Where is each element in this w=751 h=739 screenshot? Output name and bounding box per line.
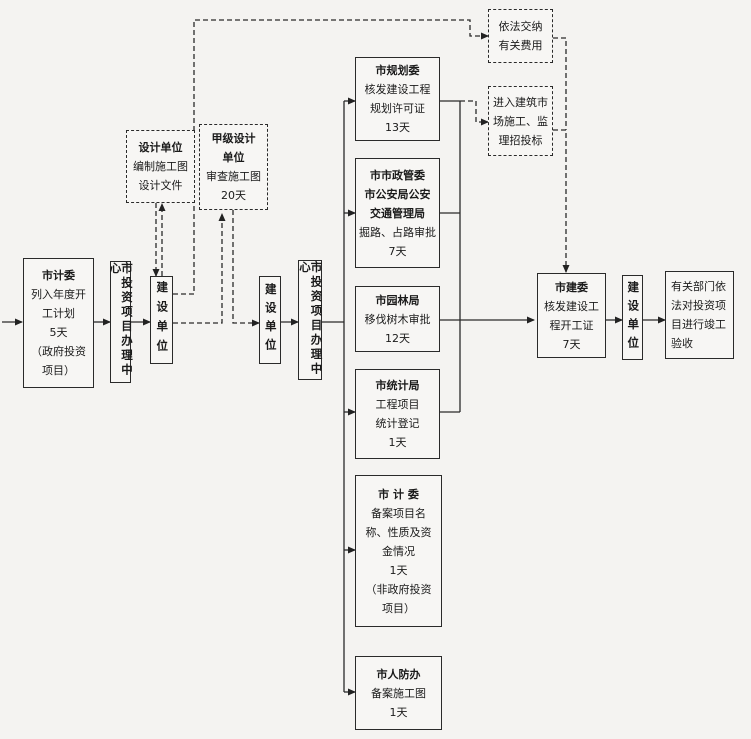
construction-unit-box-1: 建设单位 [150,276,173,364]
city-planning-commission-box: 市计委 列入年度开 工计划 5天 （政府投资 项目） [23,258,94,388]
design-unit-box: 设计单位 编制施工图 设计文件 [126,130,195,203]
box-title: 市计委 [42,269,75,282]
statistics-bureau-box: 市统计局 工程项目 统计登记 1天 [355,369,440,459]
completion-acceptance-box: 有关部门依 法对投资项 目进行竣工 验收 [665,271,734,359]
pay-fees-box: 依法交纳 有关费用 [488,9,553,63]
landscape-bureau-box: 市园林局 移伐树木审批 12天 [355,286,440,352]
investment-center-box-2: 市投资项目办理中心 [298,260,324,380]
planning-commission-box: 市规划委 核发建设工程 规划许可证 13天 [355,57,440,141]
municipal-admin-box: 市市政管委 市公安局公安 交通管理局 掘路、占路审批 7天 [355,158,440,268]
construction-unit-box-2: 建设单位 [259,276,281,364]
investment-center-box-1: 市投资项目办理中心 [109,261,134,383]
planning-commission-record-box: 市 计 委 备案项目名 称、性质及资 金情况 1天 （非政府投资 项目） [355,475,442,627]
construction-commission-box: 市建委 核发建设工 程开工证 7天 [537,273,606,358]
civil-defense-office-box: 市人防办 备案施工图 1天 [355,656,442,730]
grade-a-design-review-box: 甲级设计 单位 审查施工图 20天 [199,124,268,210]
construction-market-box: 进入建筑市 场施工、监 理招投标 [488,86,553,156]
construction-unit-box-3: 建设单位 [622,275,643,360]
